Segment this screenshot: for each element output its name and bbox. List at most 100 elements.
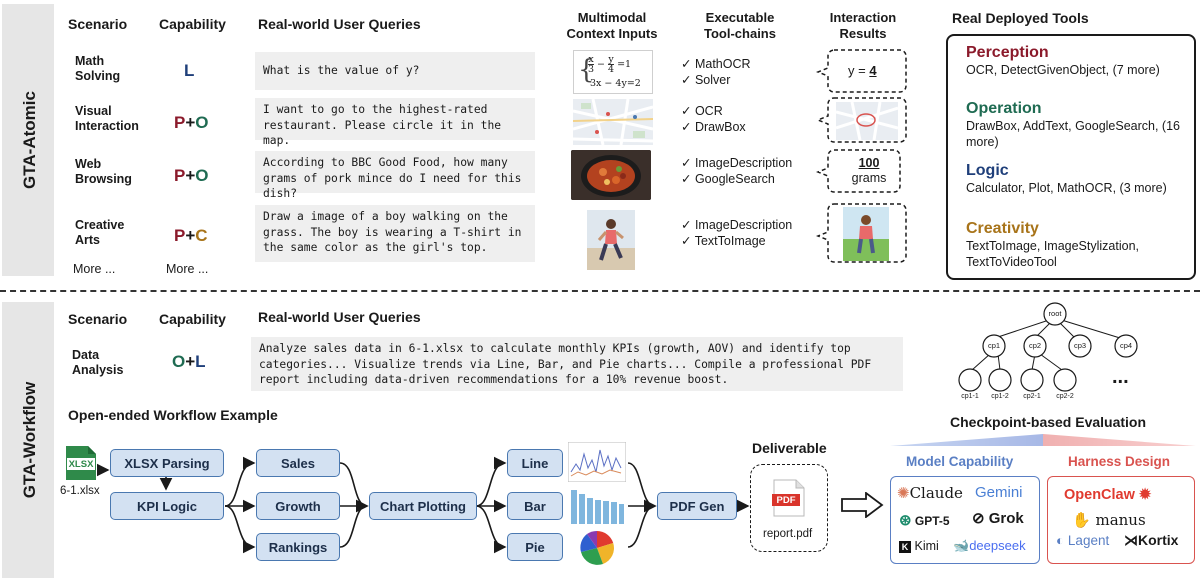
xlsx-file-icon: XLSX (64, 444, 98, 482)
deepseek-logo: 🐋deepseek (953, 538, 1026, 553)
scenario-math: Math Solving (75, 54, 121, 83)
deliverable-title: Deliverable (752, 440, 827, 456)
toolchain-creative: ImageDescriptionTextToImage (681, 217, 792, 249)
grok-logo: ⊘ Grok (972, 510, 1024, 527)
scenario-web: Web Browsing (75, 157, 132, 186)
workflow-example-title: Open-ended Workflow Example (68, 407, 278, 423)
tree-node-root: root (1048, 309, 1062, 318)
manus-icon: ✋ (1072, 511, 1091, 529)
toolchain-web: ImageDescriptionGoogleSearch (681, 155, 792, 187)
checkpoint-tree (958, 302, 1138, 392)
tree-label-cp1-1: cp1-1 (961, 393, 979, 400)
lagent-logo: ◐ Lagent (1056, 533, 1110, 548)
scenario-creative: Creative Arts (75, 218, 125, 247)
openclaw-icon: ✹ (1138, 487, 1152, 503)
deployed-header: Real Deployed Tools (952, 10, 1089, 26)
lagent-icon: ◐ (1056, 533, 1065, 548)
atomic-queries-header: Real-world User Queries (258, 16, 421, 32)
node-sales: Sales (256, 449, 340, 477)
node-kpi-logic: KPI Logic (110, 492, 224, 520)
report-file-name: report.pdf (763, 528, 813, 540)
harness-design-title: Harness Design (1068, 454, 1171, 469)
bar-chart-thumbnail (568, 486, 626, 526)
node-pdf-gen: PDF Gen (657, 492, 737, 520)
claude-icon: ✺ (897, 484, 910, 502)
tree-node-cp2: cp2 (1028, 341, 1042, 350)
xlsx-file-name: 6-1.xlsx (60, 485, 100, 497)
tree-node-cp4: cp4 (1119, 341, 1133, 350)
result-map-image (836, 102, 898, 140)
food-dish-image (571, 150, 651, 200)
checkpoint-title: Checkpoint-based Evaluation (950, 414, 1147, 430)
model-capability-box (890, 476, 1040, 564)
node-bar: Bar (507, 492, 563, 520)
tree-label-cp2-1: cp2-1 (1023, 393, 1041, 400)
kimi-logo: K Kimi (899, 539, 939, 553)
pdf-file-icon: PDF (772, 478, 806, 518)
query-data-analysis: Analyze sales data in 6-1.xlsx to calcul… (251, 337, 903, 391)
openclaw-logo: OpenClaw ✹ (1064, 487, 1152, 503)
scenario-data-analysis: Data Analysis (72, 348, 124, 377)
capability-visual: P+O (174, 113, 209, 132)
node-line: Line (507, 449, 563, 477)
kortix-logo: ⋊Kortix (1124, 532, 1179, 548)
output-arrow-icon (841, 492, 884, 518)
query-creative: Draw a image of a boy walking on the gra… (255, 205, 535, 262)
girl-running-image (587, 210, 635, 270)
toolchain-math: MathOCRSolver (681, 56, 751, 88)
map-image (573, 99, 653, 145)
deepseek-icon: 🐋 (953, 538, 970, 553)
capability-data-analysis: O+L (172, 352, 206, 371)
toolchain-visual: OCRDrawBox (681, 103, 746, 135)
node-chart-plotting: Chart Plotting (369, 492, 477, 520)
node-xlsx-parsing: XLSX Parsing (110, 449, 224, 477)
harness-design-box (1047, 476, 1195, 564)
manus-logo: ✋ manus (1072, 511, 1146, 529)
evaluation-gradient-bar (890, 434, 1196, 446)
claude-logo: ✺Claude (897, 484, 963, 502)
result-boy-image (843, 207, 889, 261)
capability-creative: P+C (174, 226, 208, 245)
query-visual: I want to go to the highest-rated restau… (255, 98, 535, 147)
tree-node-cp3: cp3 (1073, 341, 1087, 350)
more-scenarios: More ... (73, 262, 116, 276)
atomic-capability-header: Capability (159, 16, 226, 32)
grok-icon: ⊘ (972, 510, 985, 527)
workflow-side-band (2, 302, 54, 578)
kimi-icon: K (899, 541, 911, 553)
deployed-logic: Logic Calculator, Plot, MathOCR, (3 more… (966, 162, 1167, 195)
results-header: Interaction Results (829, 10, 897, 41)
deliverable-box (750, 464, 828, 552)
deployed-operation: Operation DrawBox, AddText, GoogleSearch… (966, 100, 1181, 149)
openai-icon: ⊛ (899, 512, 912, 529)
scenario-visual: Visual Interaction (75, 104, 139, 133)
workflow-scenario-header: Scenario (68, 311, 128, 327)
kortix-icon: ⋊ (1124, 532, 1138, 548)
tree-label-cp1-2: cp1-2 (991, 393, 1009, 400)
atomic-scenario-header: Scenario (68, 16, 128, 32)
pie-chart-thumbnail (580, 530, 614, 565)
capability-web: P+O (174, 166, 209, 185)
workflow-queries-header: Real-world User Queries (258, 309, 421, 325)
tree-node-cp1: cp1 (987, 341, 1001, 350)
tree-ellipsis: ... (1112, 366, 1129, 388)
line-chart-thumbnail (568, 442, 626, 482)
gpt-logo: ⊛ GPT-5 (899, 512, 950, 529)
toolchains-header: Executable Tool-chains (704, 10, 776, 41)
node-pie: Pie (507, 533, 563, 561)
result-web: 100 grams (851, 156, 887, 185)
node-rankings: Rankings (256, 533, 340, 561)
tree-label-cp2-2: cp2-2 (1056, 393, 1074, 400)
capability-math: L (184, 61, 195, 80)
inputs-header: Multimodal Context Inputs (566, 10, 658, 41)
workflow-capability-header: Capability (159, 311, 226, 327)
deployed-tools-box (946, 34, 1196, 280)
model-capability-title: Model Capability (906, 454, 1014, 469)
query-math: What is the value of y? (255, 52, 535, 90)
section-divider (0, 290, 1200, 292)
deployed-perception: Perception OCR, DetectGivenObject, (7 mo… (966, 44, 1160, 77)
gemini-logo: Gemini (975, 484, 1023, 501)
atomic-side-band (2, 4, 54, 276)
